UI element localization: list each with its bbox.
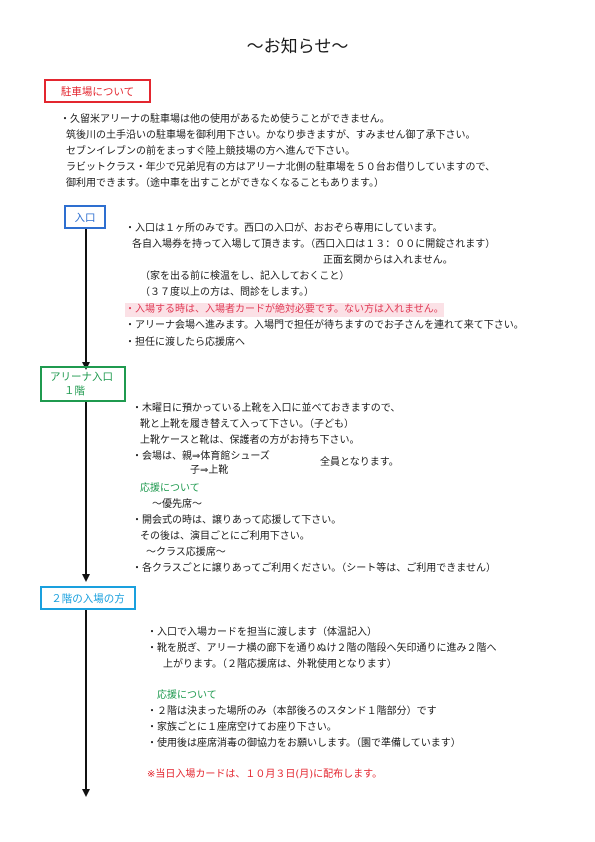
entrance-line: （家を出る前に検温をし、記入しておくこと） xyxy=(140,271,350,282)
arena-1f-line: ・各クラスごとに譲りあってご利用ください。（シート等は、ご利用できません） xyxy=(132,563,496,574)
arena-1f-line: ・会場は、親⇒体育館シューズ xyxy=(132,451,270,462)
page-title: ～お知らせ～ xyxy=(246,37,349,57)
arena-1f-heading-line2: １階 xyxy=(64,385,85,397)
entrance-line: ・入口は１ヶ所のみです。西口の入口が、おおぞら専用にしています。 xyxy=(125,223,443,234)
floor-2-line: ・使用後は座席消毒の御協力をお願いします。（園で準備しています） xyxy=(147,738,461,749)
parking-line: 筑後川の土手沿いの駐車場を御利用下さい。かなり歩きますが、すみません御了承下さい… xyxy=(66,130,476,141)
arena-1f-heading: アリーナ入口 １階 xyxy=(40,366,126,402)
parking-line: ・久留米アリーナの駐車場は他の使用があるため使うことができません。 xyxy=(60,114,390,125)
arena-1f-line: ・木曜日に預かっている上靴を入口に並べておきますので、 xyxy=(132,403,401,414)
arena-1f-line: ～クラス応援席～ xyxy=(146,547,226,558)
arena-1f-line: 子⇒上靴 xyxy=(190,465,229,476)
parking-line: ラビットクラス・年少で兄弟児有の方はアリーナ北側の駐車場を５０台お借りしています… xyxy=(66,162,496,173)
arena-1f-subheading: 応援について xyxy=(140,483,200,494)
floor-2-line: ・靴を脱ぎ、アリーナ横の廊下を通りぬけ２階の階段へ矢印通りに進み２階へ xyxy=(147,643,497,654)
floor-2-line: ・入口で入場カードを担当に渡します（体温記入） xyxy=(147,627,377,638)
arena-1f-line: 靴と上靴を履き替えて入って下さい。（子ども） xyxy=(140,419,354,430)
floor-2-line: ・家族ごとに１座席空けてお座り下さい。 xyxy=(147,722,337,733)
entrance-line: 各自入場券を持って入場して頂きます。（西口入口は１３：００に開錠されます） xyxy=(132,239,496,250)
floor-2-heading: ２階の入場の方 xyxy=(40,586,136,610)
entrance-line: 正面玄関からは入れません。 xyxy=(323,255,453,266)
floor-2-subheading: 応援について xyxy=(157,690,217,701)
arena-1f-line: 上靴ケースと靴は、保護者の方がお持ち下さい。 xyxy=(140,435,360,446)
down-arrow-icon xyxy=(82,789,90,797)
floor-2-line: 上がります。（２階応援席は、外靴使用となります） xyxy=(163,659,397,670)
flow-line xyxy=(85,229,87,364)
entrance-line: （３７度以上の方は、問診をします。） xyxy=(140,287,314,298)
arena-1f-line: ・開会式の時は、譲りあって応援して下さい。 xyxy=(132,515,342,526)
down-arrow-icon xyxy=(82,574,90,582)
entrance-line: ・アリーナ会場へ進みます。入場門で担任が待ちますのでお子さんを連れて来て下さい。 xyxy=(125,320,524,331)
arena-1f-heading-line1: アリーナ入口 xyxy=(50,371,113,383)
entrance-heading: 入口 xyxy=(64,205,106,229)
entrance-line: ・担任に渡したら応援席へ xyxy=(125,337,245,348)
arena-1f-line: 全員となります。 xyxy=(320,457,399,468)
arena-1f-line: その後は、演目ごとにご利用下さい。 xyxy=(140,531,310,542)
parking-heading: 駐車場について xyxy=(44,79,151,103)
flow-line xyxy=(85,610,87,790)
parking-line: 御利用できます。（途中車を出すことができなくなることもあります。） xyxy=(66,178,384,189)
parking-line: セブンイレブンの前をまっすぐ陸上競技場の方へ進んで下さい。 xyxy=(66,146,356,157)
floor-2-line: ・２階は決まった場所のみ（本部後ろのスタンド１階部分）です xyxy=(147,706,437,717)
entrance-warning: ・入場する時は、入場者カードが絶対必要です。ない方は入れません。 xyxy=(125,303,444,317)
flow-line xyxy=(85,402,87,575)
entry-card-notice: ※当日入場カードは、１０月３日(月)に配布します。 xyxy=(147,769,383,780)
arena-1f-line: ～優先席～ xyxy=(152,499,202,510)
